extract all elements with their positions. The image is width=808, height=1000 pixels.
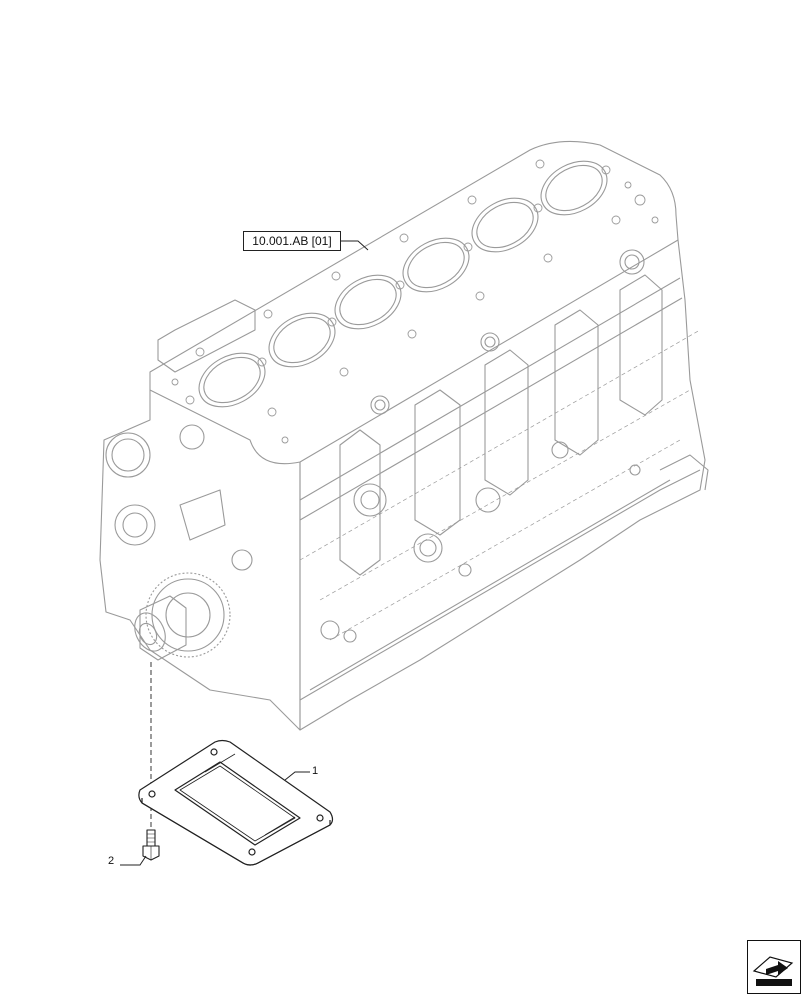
- callout-number-1: 1: [312, 765, 319, 777]
- callout-number-2: 2: [108, 855, 115, 867]
- gasket-part: [138, 739, 334, 866]
- bolt-part: [142, 829, 160, 861]
- callout-2-leader: [120, 855, 147, 866]
- next-page-icon[interactable]: [747, 940, 801, 994]
- callout-1-leader: [284, 771, 310, 781]
- reference-leader: [341, 240, 369, 251]
- engine-block: [99, 140, 709, 731]
- reference-label-box[interactable]: 10.001.AB [01]: [243, 231, 341, 251]
- next-page-arrow-icon: [752, 956, 794, 986]
